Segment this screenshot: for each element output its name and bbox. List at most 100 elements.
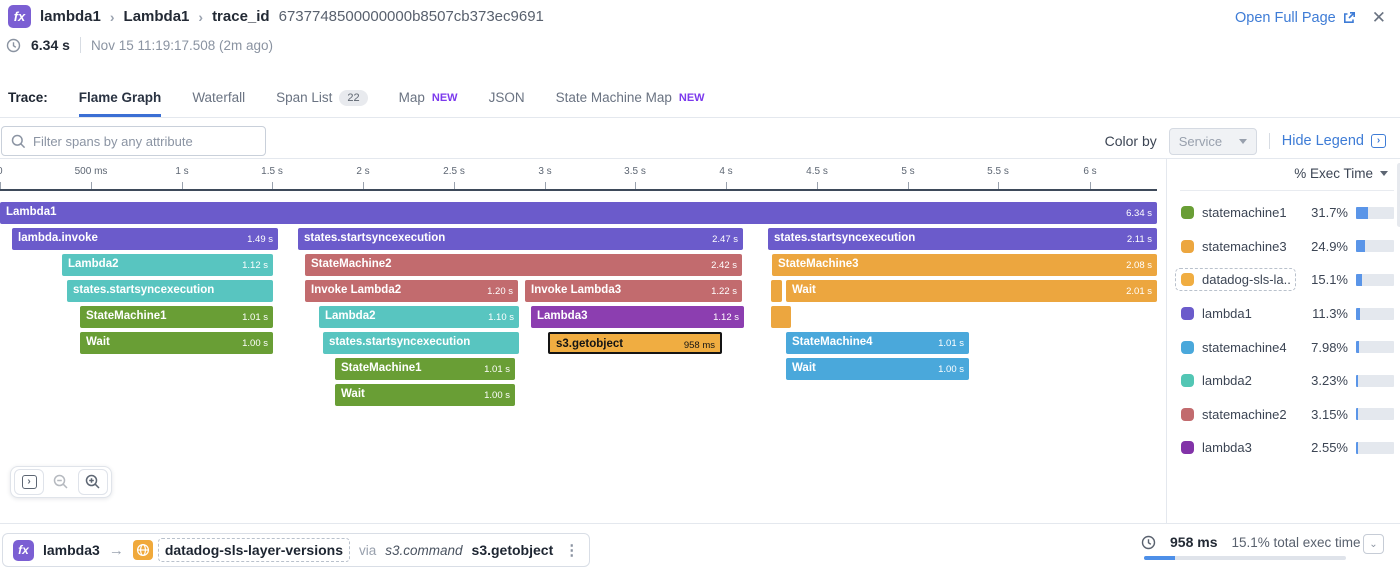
legend-exec-pct: 24.9% — [1311, 238, 1348, 254]
legend-scrollbar[interactable] — [1397, 163, 1400, 227]
color-by-select[interactable]: Service — [1168, 127, 1257, 155]
timeline-tick-label: 2.5 s — [443, 166, 465, 177]
tab-map[interactable]: Map NEW — [399, 78, 458, 117]
trace-timestamp: Nov 15 11:19:17.508 (2m ago) — [90, 37, 274, 53]
legend-item-lambda2[interactable]: lambda2 3.23% — [1180, 364, 1394, 398]
legend-sort-header[interactable]: % Exec Time — [1294, 166, 1388, 181]
tab-flame-graph[interactable]: Flame Graph — [78, 78, 162, 117]
legend-item-name-wrap: lambda2 — [1175, 369, 1296, 392]
clock-icon — [1141, 535, 1156, 549]
legend-item-name-wrap: statemachine3 — [1175, 235, 1296, 258]
timeline-tick-mark — [998, 182, 999, 189]
span-label: s3.getobject — [556, 338, 624, 350]
reset-view-button[interactable]: › — [14, 469, 44, 495]
lambda-function-icon: fx — [13, 539, 34, 561]
flame-span[interactable] — [771, 280, 782, 302]
footer-operation: s3.getobject — [471, 542, 554, 558]
footer-peer-service[interactable]: datadog-sls-layer-versions — [157, 538, 350, 562]
footer-command: s3.command — [385, 542, 463, 558]
timeline-tick-label: 2 s — [356, 166, 370, 177]
tab-label: Flame Graph — [78, 90, 162, 105]
legend-exec-pct: 15.1% — [1311, 272, 1348, 288]
span-label: lambda.invoke — [18, 232, 98, 244]
exec-time-progress — [1144, 556, 1346, 560]
hide-legend-button[interactable]: Hide Legend › — [1282, 133, 1386, 149]
new-tag: NEW — [678, 91, 705, 104]
span-label: Wait — [792, 284, 816, 296]
legend-exec-minibar — [1356, 441, 1394, 454]
open-full-page-link[interactable]: Open Full Page — [1235, 10, 1356, 26]
divider — [79, 37, 81, 53]
span-label: Lambda2 — [325, 310, 376, 322]
span-filter-input[interactable] — [33, 133, 243, 149]
new-tag: NEW — [431, 91, 458, 104]
flame-graph-section: › 0500 ms1 s1.5 s2 s2.5 s3 s3.5 s4 s4.5 … — [0, 158, 1400, 524]
tab-json[interactable]: JSON — [489, 78, 525, 117]
span-duration: 1.00 s — [484, 390, 510, 401]
legend-exec-minibar — [1356, 374, 1394, 387]
legend-exec-minibar — [1356, 206, 1394, 219]
span-label: StateMachine4 — [792, 336, 873, 348]
flame-span-states-startsyncexecution[interactable]: states.startsyncexecution — [67, 280, 273, 302]
service-color-swatch — [1181, 340, 1194, 354]
chevron-right-icon: › — [198, 8, 204, 25]
span-duration: 1.10 s — [488, 312, 514, 323]
trace-id-value: 6737748500000000b8507cb373ec9691 — [278, 8, 544, 25]
legend-exec-minibar-fill — [1356, 374, 1358, 387]
footer-service[interactable]: lambda3 — [43, 542, 100, 558]
tab-waterfall[interactable]: Waterfall — [192, 78, 245, 117]
breadcrumb-service[interactable]: lambda1 — [40, 8, 101, 25]
legend-exec-pct: 3.23% — [1311, 373, 1348, 389]
span-filter[interactable] — [1, 126, 266, 156]
service-color-swatch — [1181, 374, 1194, 388]
zoom-in-button[interactable] — [78, 469, 108, 495]
legend-exec-minibar-fill — [1356, 240, 1366, 253]
panel-reset-icon: › — [21, 475, 37, 489]
span-label: Lambda3 — [537, 310, 588, 322]
legend-service-name: lambda2 — [1202, 373, 1252, 389]
tab-label: Map — [398, 90, 425, 105]
tab-label: Waterfall — [192, 90, 246, 105]
close-icon[interactable]: ✕ — [1371, 8, 1386, 27]
collapse-panel-icon[interactable]: ⌄ — [1363, 534, 1384, 554]
kebab-menu-icon[interactable]: ⋮ — [564, 542, 580, 559]
flame-span[interactable] — [771, 306, 791, 328]
flame-span-lambda2[interactable]: Lambda2 1.10 s — [319, 306, 519, 328]
span-label: states.startsyncexecution — [329, 336, 471, 348]
timeline-tick-label: 4 s — [719, 166, 733, 177]
span-label: StateMachine1 — [86, 310, 167, 322]
zoom-out-button[interactable] — [46, 469, 76, 495]
flame-span-states-startsyncexecution[interactable]: states.startsyncexecution — [323, 332, 519, 354]
span-label: states.startsyncexecution — [73, 284, 215, 296]
legend-item-datadog-sls-la[interactable]: datadog-sls-la...15.1% — [1175, 263, 1394, 297]
span-duration: 2.11 s — [1126, 234, 1152, 245]
breadcrumb-resource[interactable]: Lambda1 — [123, 8, 190, 25]
flame-graph: › 0500 ms1 s1.5 s2 s2.5 s3 s3.5 s4 s4.5 … — [0, 159, 1157, 523]
